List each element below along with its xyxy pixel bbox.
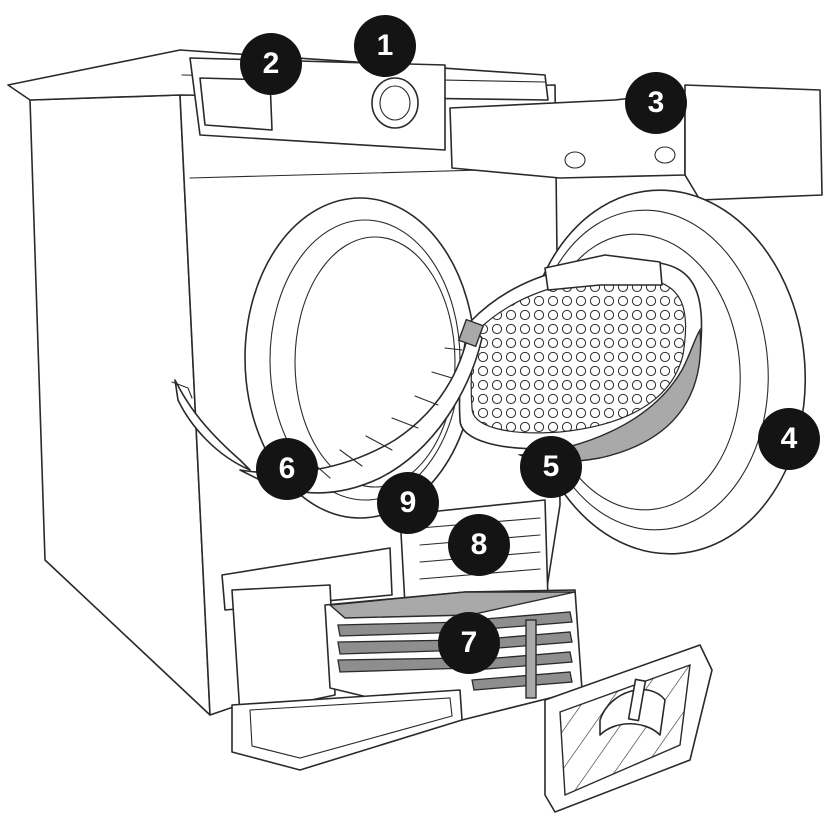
callout-8: 8 <box>448 514 510 576</box>
callout-8-label: 8 <box>470 528 488 561</box>
water-container-end <box>684 84 823 201</box>
callout-7: 7 <box>438 612 500 674</box>
callout-9: 9 <box>377 472 439 534</box>
callout-4-label: 4 <box>780 422 798 455</box>
condenser-cover <box>544 644 713 813</box>
condenser-fins <box>337 611 573 691</box>
callout-7-label: 7 <box>460 626 478 659</box>
door-filter-gray-band <box>517 327 702 463</box>
callout-3-label: 3 <box>647 86 665 119</box>
callout-6-label: 6 <box>278 452 296 485</box>
callout-9-label: 9 <box>399 486 417 519</box>
callout-1-label: 1 <box>376 29 394 62</box>
callout-2-label: 2 <box>262 47 280 80</box>
callout-5-label: 5 <box>542 450 560 483</box>
callout-3: 3 <box>625 72 687 134</box>
callout-6: 6 <box>256 438 318 500</box>
callout-2: 2 <box>240 33 302 95</box>
power-button-1 <box>371 77 419 129</box>
condenser-top <box>328 591 576 619</box>
condenser-handle <box>525 619 537 699</box>
callout-5: 5 <box>520 436 582 498</box>
callout-1: 1 <box>354 15 416 77</box>
fluff-filter-strap <box>174 379 251 471</box>
door-filter-tab <box>544 254 663 291</box>
door-filter <box>458 254 703 463</box>
base-door-panel <box>231 689 463 771</box>
control-panel <box>189 57 446 151</box>
base-door <box>231 689 463 771</box>
callout-4: 4 <box>758 408 820 470</box>
